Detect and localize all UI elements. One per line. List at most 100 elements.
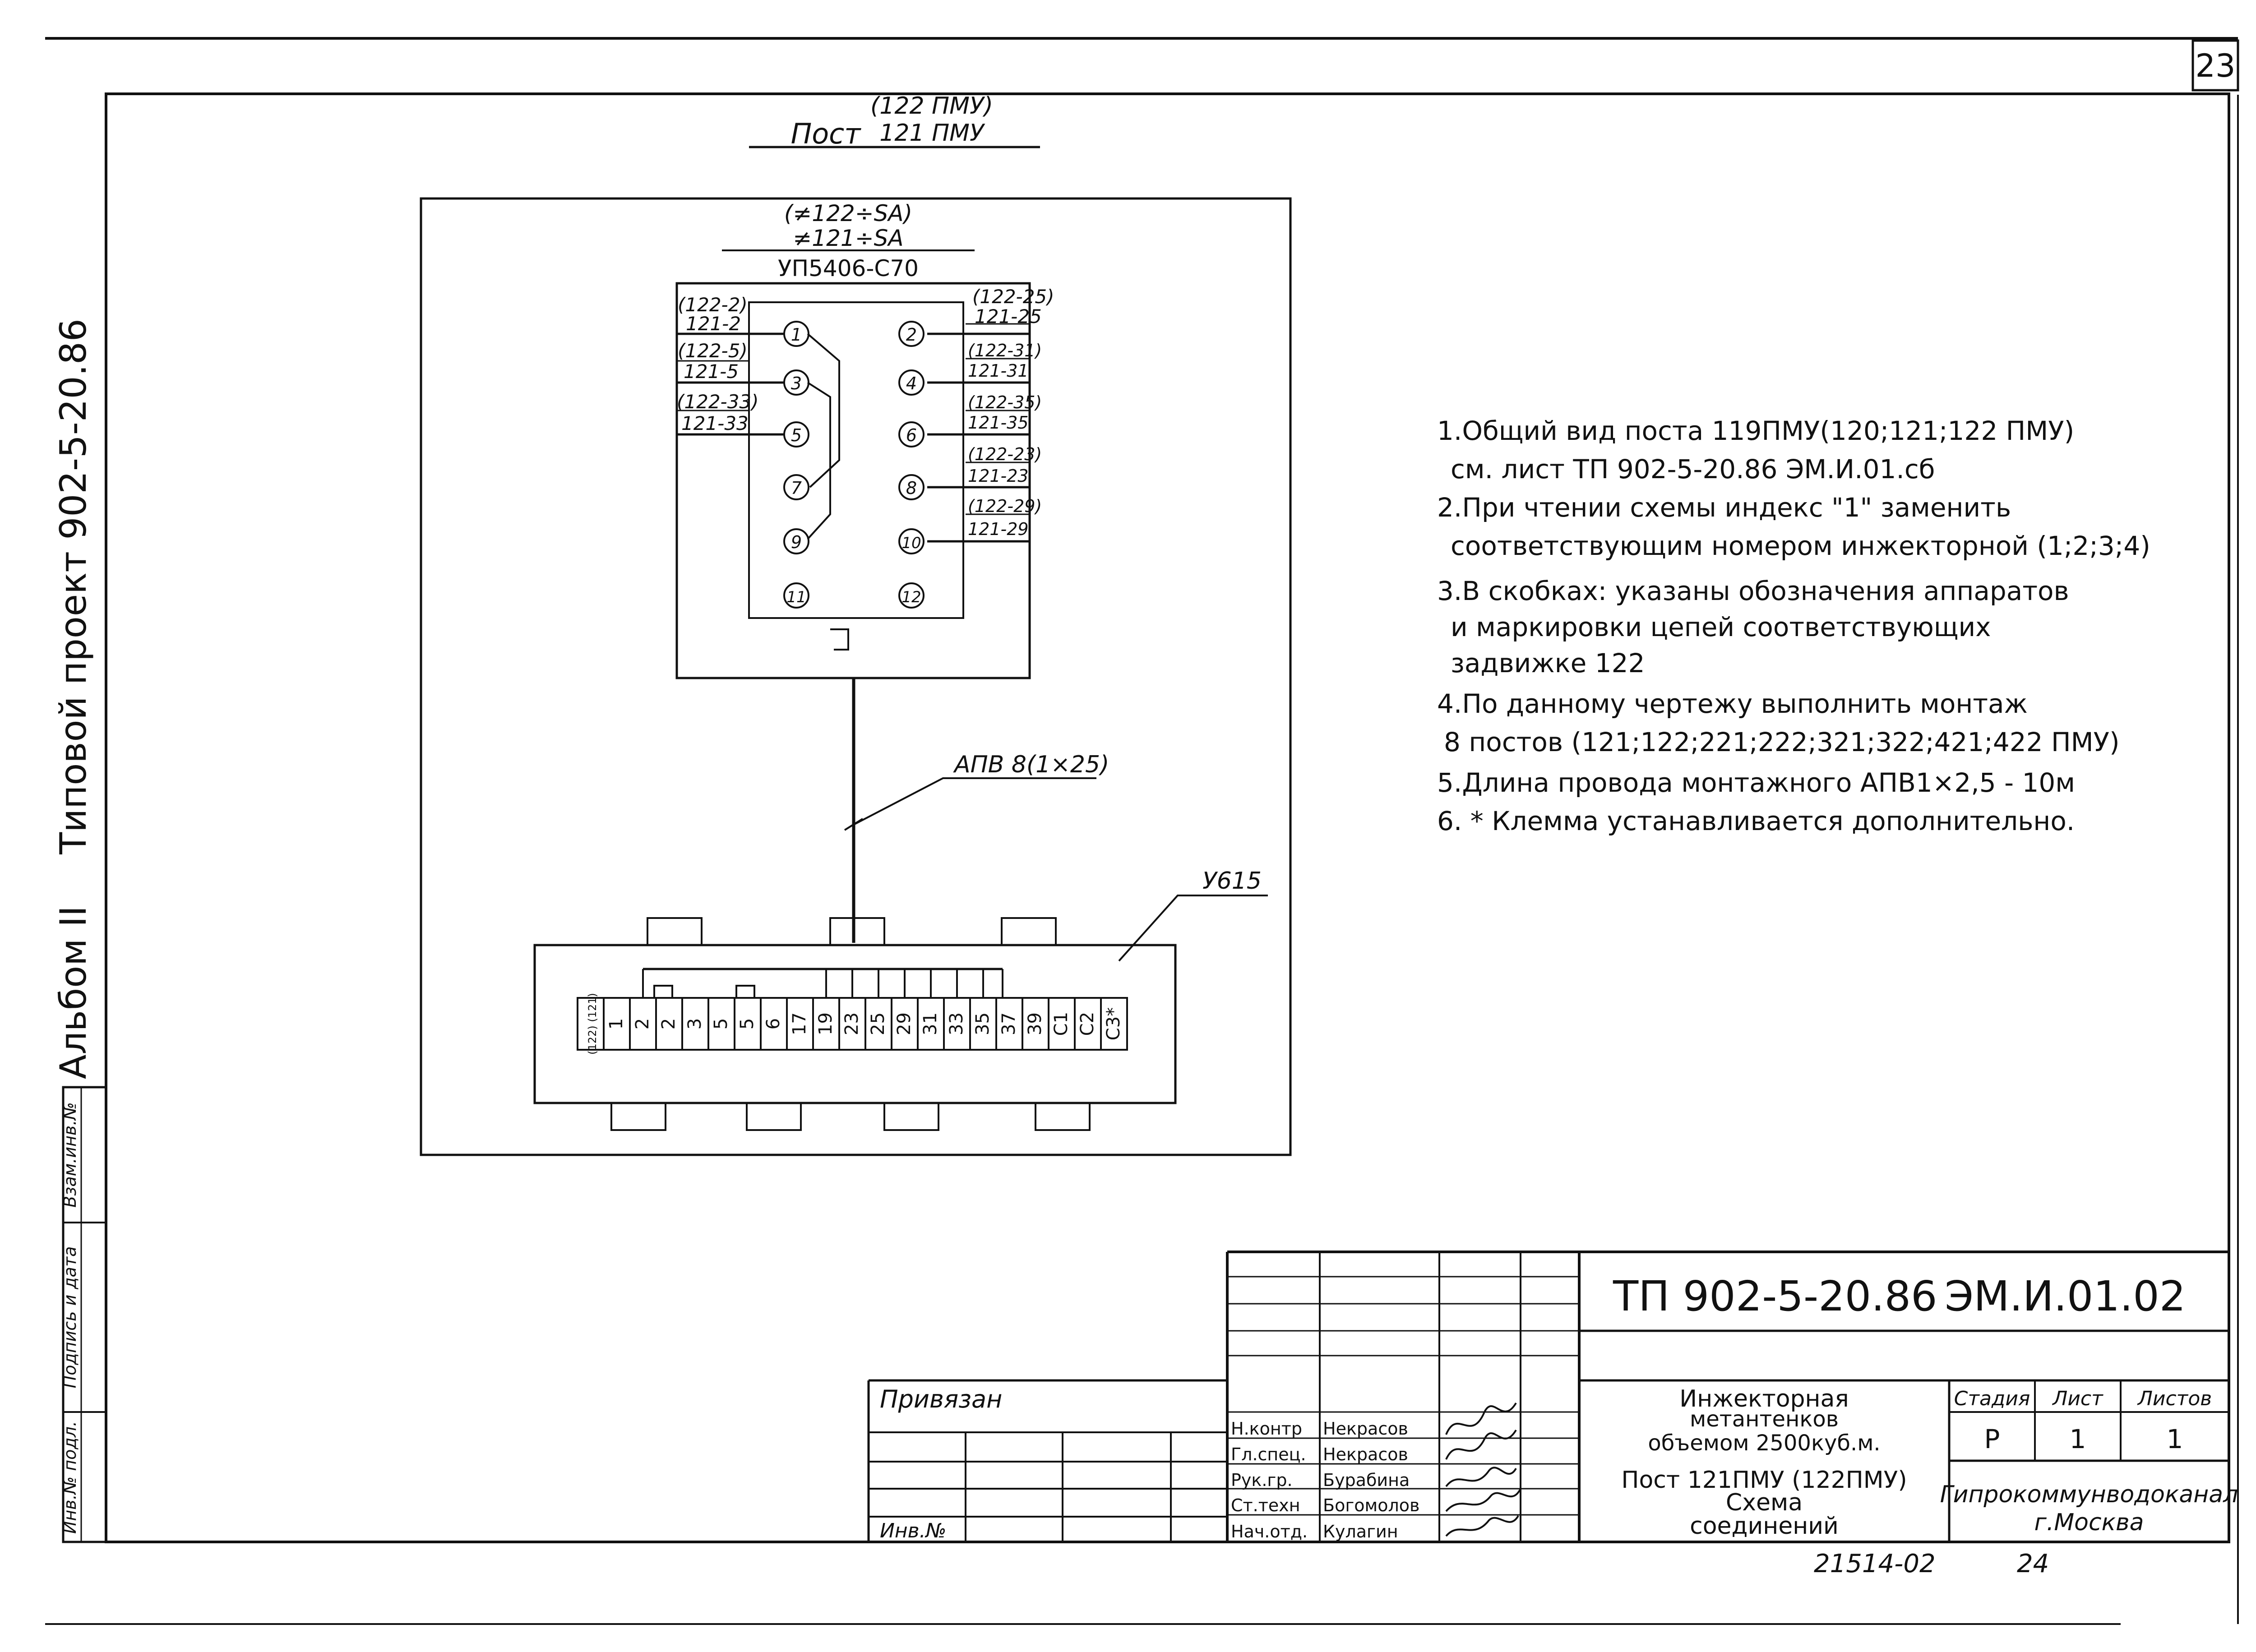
terminal-label: 1 [606,1018,627,1029]
contact-circle: 7 [783,474,809,500]
org-city: г.Москва [2034,1509,2144,1536]
terminal-cell: С2 [1074,997,1102,1051]
svg-text:8: 8 [906,478,917,498]
terminal-cell: 23 [838,997,866,1051]
terminal-box-mount [610,1102,666,1131]
contact-circle: 11 [783,582,809,609]
svg-text:7: 7 [791,478,802,498]
contact-circle: 2 [898,321,925,347]
role-label: Рук.гр. [1231,1470,1293,1490]
cable-label: АПВ 8(1×25) [953,751,1109,778]
terminal-cell: 1 [603,997,631,1051]
stage-header: Стадия [1954,1387,2030,1410]
terminal-label: С2 [1077,1012,1098,1036]
contact-circle: 12 [898,582,925,609]
sheet-value: 1 [2070,1424,2086,1454]
drawing-frame [105,92,2230,1543]
title-code: ТП 902-5-20.86 [1613,1272,1937,1320]
terminal-label: 25 [868,1012,888,1035]
right-wire-label-alt: (122-29) [968,496,1042,516]
note-line: см. лист ТП 902-5-20.86 ЭМ.И.01.сб [1451,454,1935,485]
footer-code: 21514-02 [1814,1549,1936,1578]
terminal-label: 37 [999,1012,1019,1035]
notes-block: 1.Общий вид поста 119ПМУ(120;121;122 ПМУ… [1437,415,2150,836]
jumper-3-9 [807,382,831,540]
svg-text:6: 6 [906,425,917,445]
terminal-cell: 25 [864,997,892,1051]
terminal-label: 5 [711,1018,731,1029]
terminal-label: 39 [1025,1012,1045,1035]
drawing-name-line: Пост 121ПМУ (122ПМУ) [1621,1467,1907,1494]
terminal-label: С3* [1103,1007,1124,1040]
role-label: Ст.техн [1231,1495,1300,1515]
terminal-box-leader [1118,895,1268,962]
note-line: и маркировки цепей соответствующих [1451,612,1991,642]
switch-handle [830,628,849,651]
terminal-cell: (122) (121) [577,993,605,1055]
note-line: 6. * Клемма устанавливается дополнительн… [1437,806,2075,836]
contact-circle: 3 [783,369,809,396]
terminal-cell: 39 [1022,997,1049,1051]
terminal-label: 31 [920,1012,941,1035]
terminal-label: 17 [789,1012,810,1035]
margin-stamp [62,1086,107,1543]
left-wire-label-alt: (122-33) [677,391,759,413]
jumper-1-7 [807,333,840,488]
svg-text:5: 5 [791,425,802,445]
terminal-cell: 2 [629,997,657,1051]
svg-text:9: 9 [791,532,802,552]
terminal-label: 33 [946,1012,967,1035]
terminal-label: 19 [815,1012,836,1035]
left-wire-label-alt: (122-2) [678,294,748,316]
terminal-cell: 37 [995,997,1023,1051]
terminal-cell: 5 [707,997,735,1051]
drawing-name-line: соединений [1690,1513,1839,1540]
terminal-label: 2 [632,1018,653,1029]
role-name: Кулагин [1323,1522,1398,1541]
svg-text:12: 12 [901,588,921,606]
role-name: Некрасов [1323,1419,1408,1439]
terminal-cell: С3* [1100,997,1128,1051]
terminal-cell: 5 [734,997,762,1051]
sheets-header: Листов [2137,1387,2212,1410]
terminal-box-label: У615 [1202,868,1262,895]
privyazan-label: Привязан [880,1385,1002,1413]
post-title-alt: (122 ПМУ) [870,92,993,120]
signature [1445,1402,1517,1435]
right-wire-label-alt: (122-25) [972,286,1054,308]
right-wire-label-alt: (122-35) [968,392,1042,412]
right-wire-label-alt: (122-23) [968,444,1042,464]
svg-text:10: 10 [901,534,921,552]
contact-circle: 6 [898,421,925,448]
right-wire-label-main: 121-25 [975,305,1042,328]
note-line: 2.При чтении схемы индекс "1" заменить [1437,492,2011,523]
role-label: Н.контр [1231,1419,1302,1439]
role-label: Нач.отд. [1231,1522,1308,1541]
terminal-cell: 2 [655,997,683,1051]
terminal-cell: 3 [681,997,709,1051]
terminal-cell: С1 [1048,997,1076,1051]
terminal-label: 35 [972,1012,993,1035]
sheets-value: 1 [2167,1424,2183,1454]
terminal-cell: 31 [917,997,945,1051]
terminal-cell: 29 [891,997,919,1051]
signature [1445,1467,1517,1487]
right-wire-label-main: 121-31 [968,361,1029,381]
wire-jumper [653,985,673,999]
switch-contact-block [748,301,964,619]
terminal-box-mount [1001,917,1057,946]
title-block [867,1251,2229,1542]
terminal-label: 3 [684,1018,705,1029]
post-enclosure [420,197,1292,1156]
terminal-box-mount [647,917,703,946]
cable-leader [853,777,1096,826]
album-label: Альбом II [52,906,94,1079]
object-line: метантенков [1690,1407,1839,1432]
right-wire-label-main: 121-35 [968,413,1029,433]
contact-circle: 4 [898,369,925,396]
contact-circle: 8 [898,474,925,500]
vzam-inv-label: Взам.инв.№ [60,1102,80,1208]
inv-no-label: Инв.№ [880,1519,946,1542]
